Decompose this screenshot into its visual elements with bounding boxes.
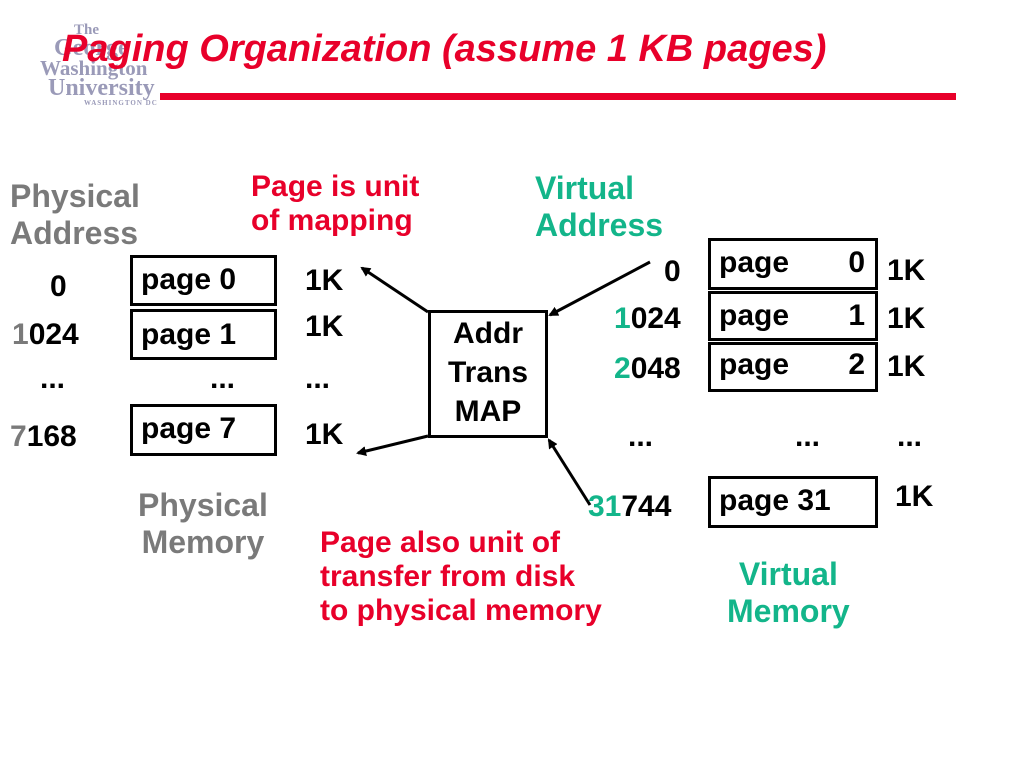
label-line: Address	[535, 207, 664, 243]
label-line: Memory	[141, 524, 265, 560]
virtual-page-0: page 0	[708, 238, 878, 290]
arrow-va31744-to-map	[547, 438, 592, 506]
address-value: 168	[26, 420, 77, 453]
address-value: ...	[628, 420, 654, 453]
address-value: 0	[664, 255, 681, 288]
virtual-page-ellipsis: ...	[795, 420, 821, 453]
address-value: 048	[630, 352, 681, 385]
virtual-address-ellipsis: ...	[628, 420, 653, 454]
mapping-callout: Page is unit of mapping	[251, 170, 419, 238]
logo-line: The	[74, 22, 100, 38]
callout-line: Page also unit of	[320, 526, 561, 559]
logo-line: WASHINGTON DC	[84, 98, 158, 107]
virtual-page-1: page 1	[708, 291, 878, 341]
physical-size: 1K	[305, 264, 344, 297]
address-value: ...	[40, 362, 66, 395]
logo-line: University	[48, 74, 155, 101]
virtual-size: 1K	[887, 254, 926, 287]
physical-address-ellipsis: ...	[40, 362, 65, 396]
label-line: Virtual	[738, 556, 838, 592]
page-name: page	[719, 348, 790, 381]
physical-size: 1K	[305, 310, 344, 343]
title-underline	[160, 93, 956, 100]
virtual-address-31744: 31744	[588, 490, 671, 524]
virtual-page-2: page 2	[708, 342, 878, 392]
map-line: Trans	[447, 356, 529, 389]
page-number: 0	[848, 246, 865, 279]
page-number: 31	[797, 484, 831, 517]
slide-title: Paging Organization (assume 1 KB pages)	[62, 28, 827, 70]
physical-size-ellipsis: ...	[305, 362, 331, 395]
physical-address-label: Physical Address	[10, 178, 140, 252]
virtual-size-ellipsis: ...	[897, 420, 923, 453]
address-prefix: 1	[12, 318, 29, 351]
label-line: Memory	[727, 593, 850, 629]
callout-line: Page is unit	[251, 170, 420, 203]
map-line: Addr	[453, 317, 523, 350]
physical-memory-label: Physical Memory	[138, 487, 268, 561]
map-line: MAP	[454, 395, 522, 428]
callout-line: to physical memory	[320, 594, 602, 627]
address-value: 024	[630, 302, 681, 335]
physical-page-1: page 1	[130, 309, 277, 360]
virtual-size: 1K	[887, 350, 926, 383]
physical-page-7: page 7	[130, 404, 277, 456]
virtual-memory-label: Virtual Memory	[727, 556, 850, 630]
physical-address-7168: 7168	[10, 418, 77, 455]
label-line: Physical	[10, 178, 140, 214]
address-value: 744	[621, 490, 672, 523]
university-logo: The George Washington University WASHING…	[40, 22, 158, 107]
logo-line: George	[54, 34, 129, 61]
callout-line: of mapping	[251, 204, 413, 237]
virtual-address-label: Virtual Address	[535, 170, 663, 244]
label-line: Address	[10, 215, 139, 251]
transfer-callout: Page also unit of transfer from disk to …	[320, 526, 602, 628]
virtual-address-1024: 1024	[614, 302, 681, 336]
arrow-va0-to-map	[548, 260, 651, 317]
virtual-size: 1K	[895, 480, 934, 513]
page-number: 1	[848, 299, 865, 332]
virtual-page-31: page 31	[708, 476, 878, 528]
label-line: Virtual	[535, 170, 634, 206]
address-prefix: 1	[614, 302, 631, 335]
address-prefix: 31	[588, 490, 622, 523]
address-prefix: 7	[10, 420, 27, 453]
page-name: page	[719, 484, 790, 517]
address-value: 0	[50, 270, 67, 303]
page-name: page	[719, 299, 790, 332]
physical-page-0: page 0	[130, 255, 277, 306]
logo-line: Washington	[40, 56, 148, 81]
arrow-map-to-page7	[356, 434, 429, 456]
virtual-address-2048: 2048	[614, 352, 681, 386]
physical-address-1024: 1024	[12, 316, 79, 353]
arrow-map-to-page0	[360, 266, 429, 314]
page-number: 2	[848, 348, 865, 381]
physical-page-ellipsis: ...	[210, 362, 236, 395]
label-line: Physical	[138, 487, 268, 523]
virtual-size: 1K	[887, 302, 926, 335]
address-value: 024	[28, 318, 79, 351]
physical-address-0: 0	[50, 270, 67, 304]
address-translation-map: Addr Trans MAP	[428, 310, 548, 438]
physical-size: 1K	[305, 418, 344, 451]
page-name: page	[719, 246, 790, 279]
address-prefix: 2	[614, 352, 631, 385]
virtual-address-0: 0	[664, 255, 681, 289]
callout-line: transfer from disk	[320, 560, 576, 593]
